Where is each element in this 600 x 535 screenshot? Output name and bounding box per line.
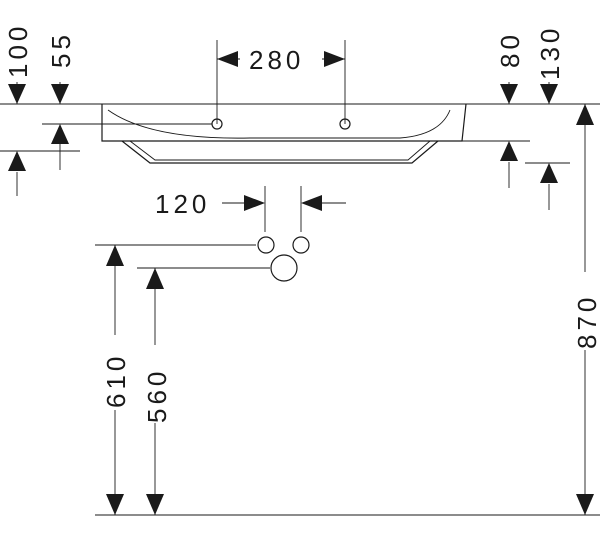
basin-underside-inner (129, 140, 431, 161)
arrow-280-left (217, 51, 238, 67)
arrow-120-right (301, 195, 322, 211)
dim-label-100: 100 (3, 23, 33, 78)
dim-560: 560 (137, 267, 270, 515)
dim-100: 100 (0, 23, 80, 196)
arrow-610-up (106, 245, 124, 266)
arrow-560-up (146, 268, 164, 289)
supply-connection-right (292, 236, 310, 254)
arrow-130-down (540, 84, 558, 104)
basin-body (101, 103, 467, 142)
dim-label-560: 560 (142, 368, 172, 423)
basin-underside (121, 140, 439, 164)
arrow-280-right (324, 51, 345, 67)
dim-label-80: 80 (495, 31, 525, 68)
supply-connection-left (257, 236, 275, 254)
arrow-80-up (500, 141, 518, 161)
dim-label-120: 120 (155, 189, 210, 219)
arrow-55-down (51, 84, 69, 104)
dim-280: 280 (216, 40, 346, 124)
dim-55: 55 (42, 31, 212, 170)
dim-130: 130 (525, 25, 570, 210)
arrow-870-up (576, 104, 594, 125)
arrow-610-down (106, 494, 124, 515)
dim-label-610: 610 (101, 353, 131, 408)
arrow-120-left (244, 195, 265, 211)
arrow-100-down (8, 84, 26, 104)
dim-label-130: 130 (535, 25, 565, 80)
dim-870: 870 (572, 104, 600, 515)
arrow-80-down (500, 84, 518, 104)
arrow-870-down (576, 494, 594, 515)
arrow-130-up (540, 163, 558, 183)
dim-610: 610 (95, 244, 256, 515)
dim-120: 120 (155, 186, 346, 232)
arrow-100-up (8, 151, 26, 171)
dim-80: 80 (420, 31, 530, 188)
dim-label-55: 55 (46, 31, 76, 68)
waste-connection (270, 254, 298, 282)
dim-label-870: 870 (572, 294, 600, 349)
arrow-55-up (51, 124, 69, 144)
basin-bowl-curve (107, 109, 451, 139)
arrow-560-down (146, 494, 164, 515)
dim-label-280: 280 (249, 45, 304, 75)
connections (257, 236, 310, 282)
